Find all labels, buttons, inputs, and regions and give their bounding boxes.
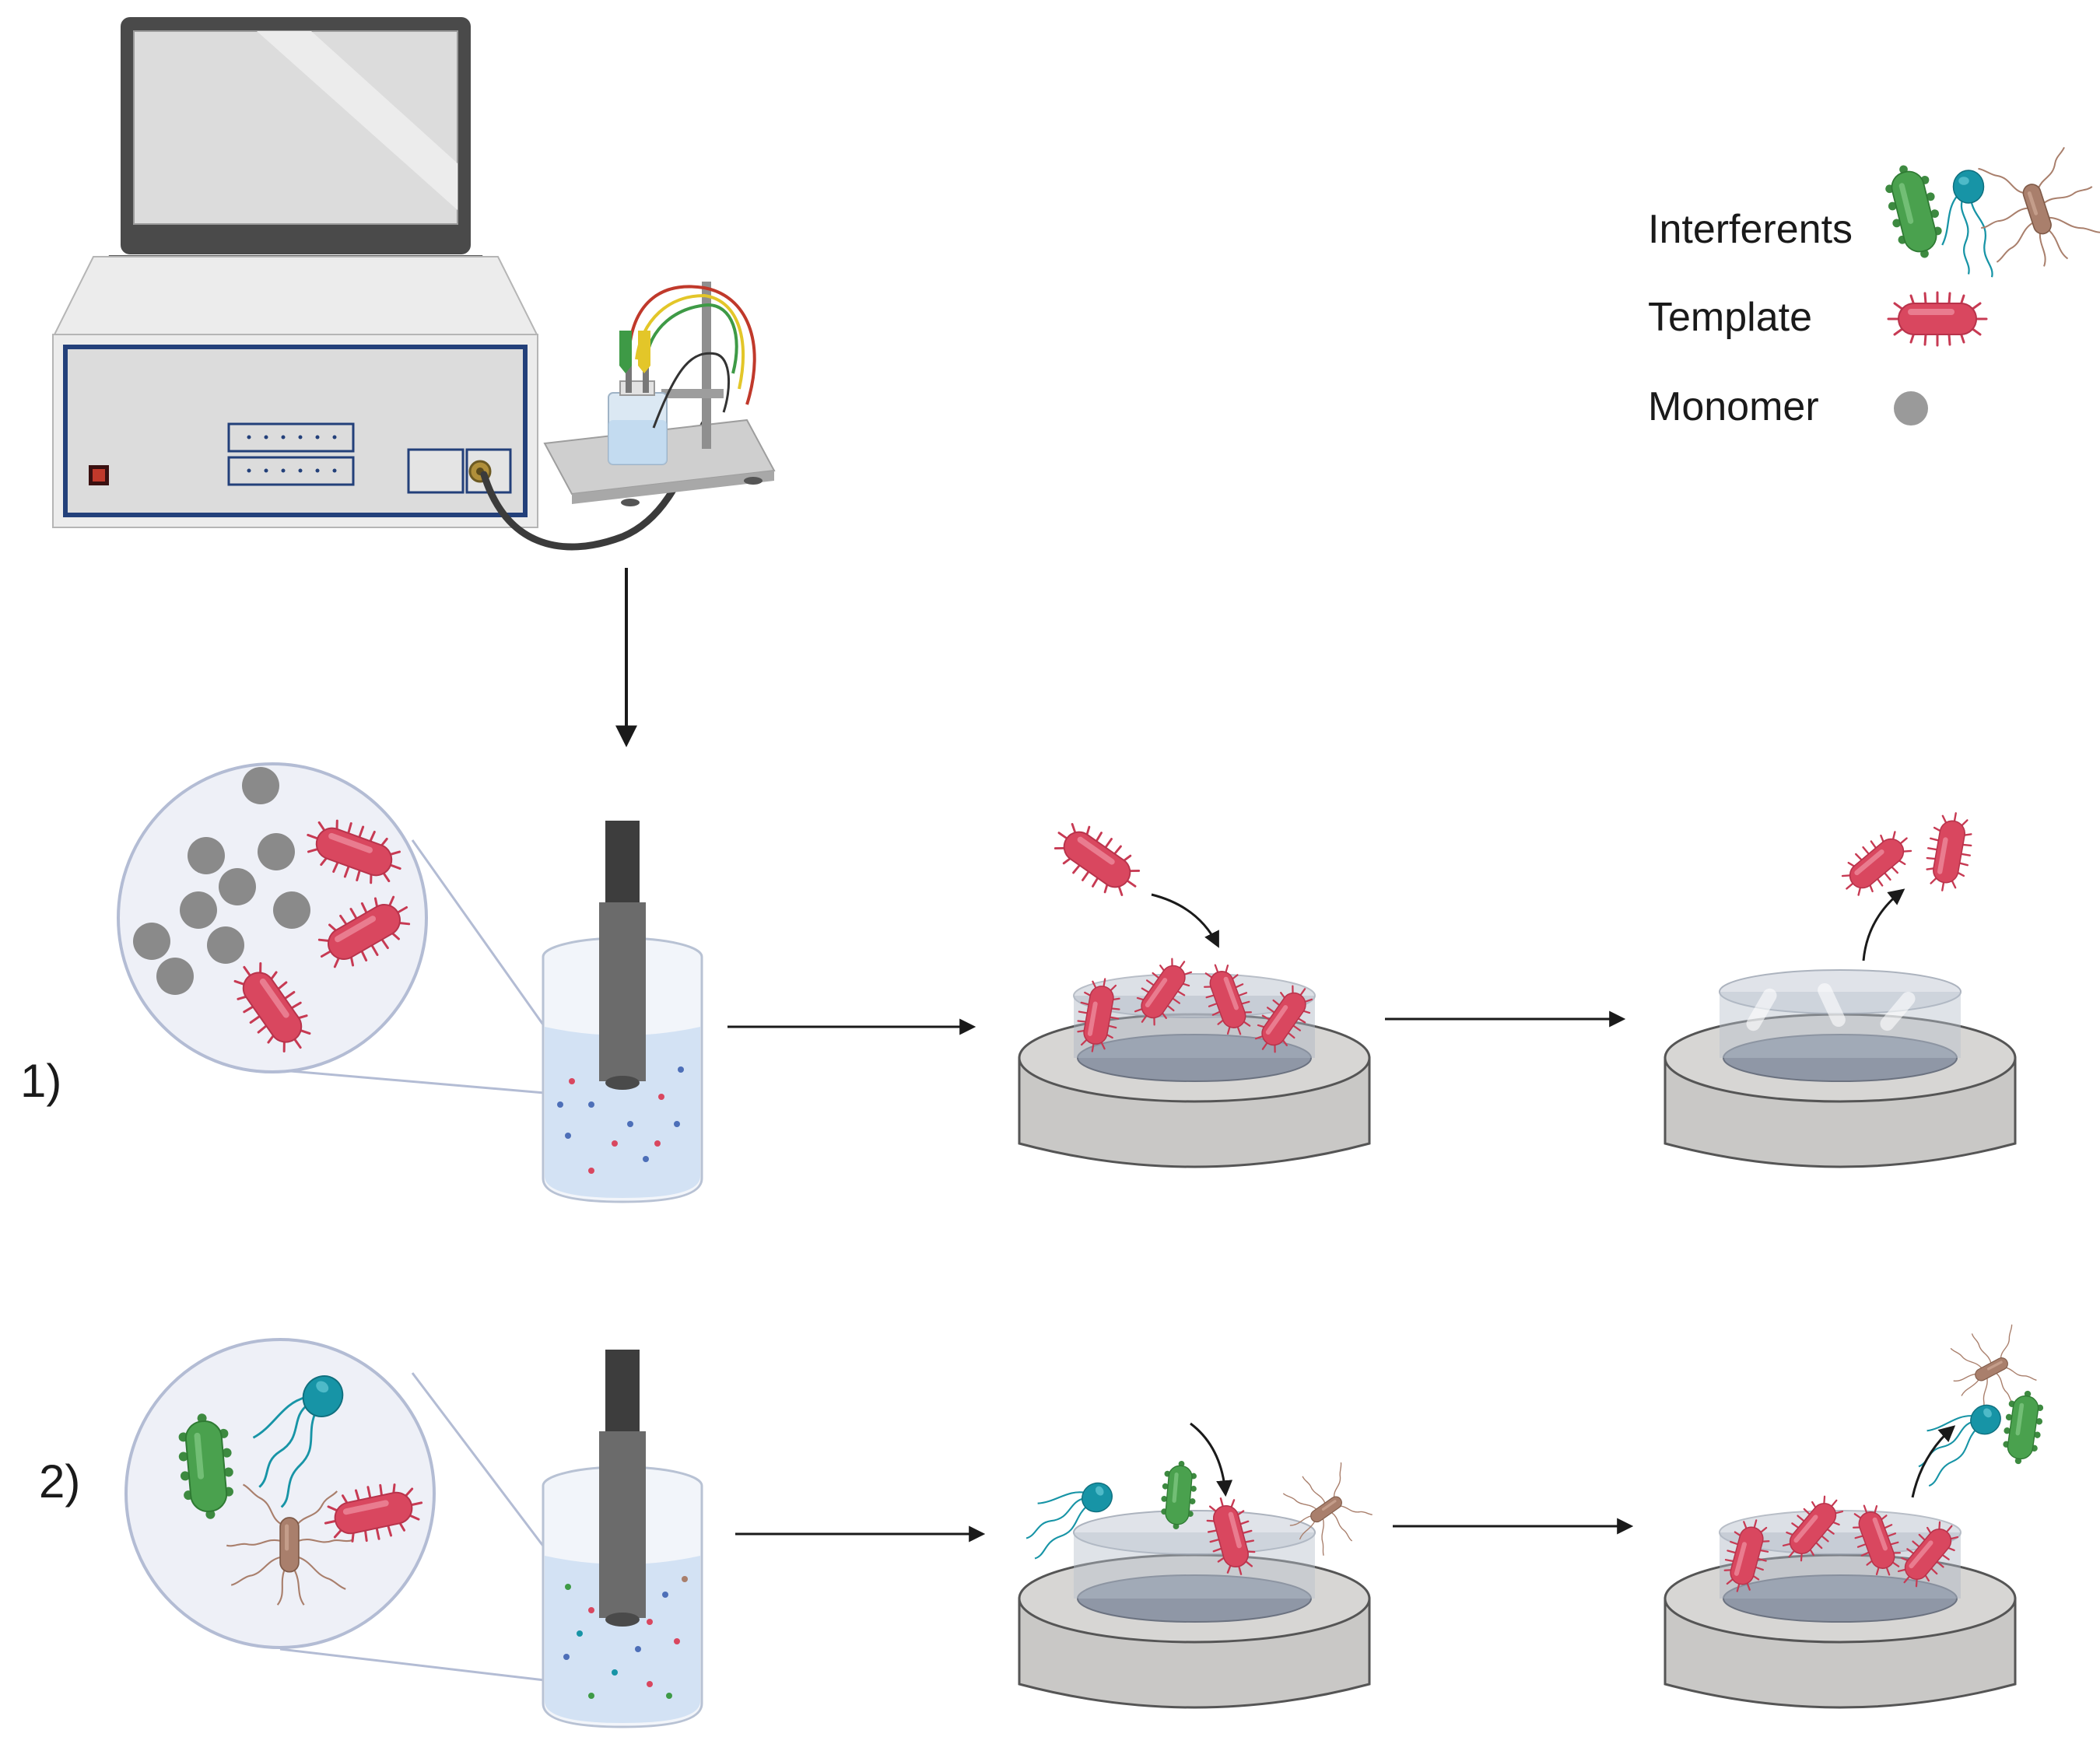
- electrode-imprinting-row1: [1018, 811, 1371, 1168]
- electrode-recognition-row2: [1664, 1314, 2047, 1709]
- green-bacterium-icon: [1878, 159, 1950, 264]
- legend-interferents-icons: [1878, 136, 2100, 282]
- electrode-template-removed-row1: [1664, 808, 2017, 1168]
- potentiostat-instrument: [52, 17, 776, 551]
- solution-particles-row2: [563, 1576, 688, 1699]
- monomer-icon: [1894, 391, 1928, 425]
- solution-particles: [557, 1066, 684, 1174]
- beaker-row1: [542, 821, 703, 1203]
- step-1-label: 1): [20, 1055, 61, 1107]
- electrode-rebinding-row2: [1011, 1422, 1383, 1709]
- legend-template-label: Template: [1648, 295, 1812, 340]
- legend: Interferents Template Monomer: [1648, 136, 2100, 429]
- magnified-view-row2: [124, 1338, 546, 1682]
- legend-interferents-label: Interferents: [1648, 207, 1853, 252]
- brown-bacterium-icon: [1962, 136, 2100, 282]
- step-2-label: 2): [39, 1455, 80, 1508]
- template-bacterium-icon: [1887, 291, 1988, 347]
- magnified-view-row1: [117, 762, 546, 1094]
- legend-monomer-label: Monomer: [1648, 384, 1819, 429]
- beaker-row2: [542, 1350, 703, 1728]
- monomer-particles: [133, 767, 310, 995]
- teal-bacterium-icon: [1941, 169, 1993, 278]
